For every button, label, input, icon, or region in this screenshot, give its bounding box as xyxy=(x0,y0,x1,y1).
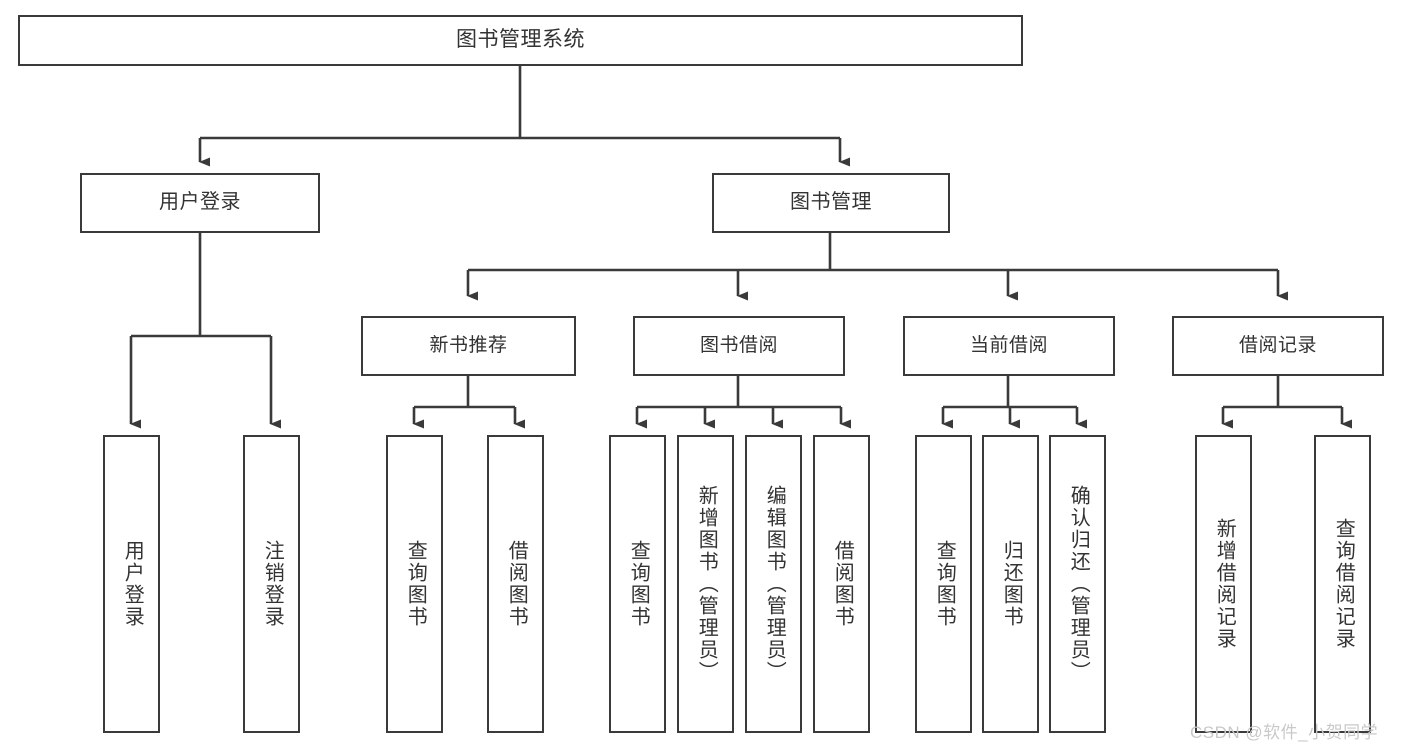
node-label: 图书管理 xyxy=(790,191,872,214)
node-label: 查询图书 xyxy=(627,540,650,628)
leaf-user-login-login[interactable]: 用户登录 xyxy=(103,435,160,733)
node-label: 查询图书 xyxy=(404,540,427,628)
node-user-login[interactable]: 用户登录 xyxy=(80,173,320,233)
leaf-borrow-add-book[interactable]: 新增图书（管理员） xyxy=(677,435,734,733)
node-label: 借阅记录 xyxy=(1238,334,1317,356)
node-label: 用户登录 xyxy=(159,191,241,214)
node-label: 归还图书 xyxy=(1000,540,1023,628)
leaf-borrow-edit-book[interactable]: 编辑图书（管理员） xyxy=(745,435,802,733)
node-borrow-records[interactable]: 借阅记录 xyxy=(1172,316,1384,376)
node-root-system[interactable]: 图书管理系统 xyxy=(18,15,1023,66)
node-new-book-recommend[interactable]: 新书推荐 xyxy=(361,316,576,376)
leaf-current-query-book[interactable]: 查询图书 xyxy=(915,435,972,733)
node-label: 新书推荐 xyxy=(429,334,508,356)
node-label: 查询借阅记录 xyxy=(1332,518,1355,650)
node-label: 编辑图书（管理员） xyxy=(763,485,786,683)
leaf-record-query[interactable]: 查询借阅记录 xyxy=(1314,435,1371,733)
leaf-user-login-logout[interactable]: 注销登录 xyxy=(243,435,300,733)
leaf-borrow-borrow-book[interactable]: 借阅图书 xyxy=(813,435,870,733)
node-label: 当前借阅 xyxy=(969,334,1048,356)
node-label: 图书借阅 xyxy=(699,334,778,356)
node-current-borrow[interactable]: 当前借阅 xyxy=(903,316,1115,376)
node-label: 用户登录 xyxy=(121,540,144,628)
node-label: 查询图书 xyxy=(933,540,956,628)
node-label: 借阅图书 xyxy=(831,540,854,628)
leaf-current-return-book[interactable]: 归还图书 xyxy=(982,435,1039,733)
node-label: 借阅图书 xyxy=(505,540,528,628)
node-label: 新增借阅记录 xyxy=(1213,518,1236,650)
leaf-borrow-query-book[interactable]: 查询图书 xyxy=(609,435,666,733)
node-label: 注销登录 xyxy=(261,540,284,628)
leaf-record-add[interactable]: 新增借阅记录 xyxy=(1195,435,1252,733)
node-label: 新增图书（管理员） xyxy=(695,485,718,683)
node-book-borrow[interactable]: 图书借阅 xyxy=(633,316,845,376)
node-label: 确认归还（管理员） xyxy=(1067,485,1090,683)
csdn-watermark: CSDN @软件_小贺同学 xyxy=(1190,723,1379,742)
node-label: 图书管理系统 xyxy=(456,28,585,52)
node-book-management[interactable]: 图书管理 xyxy=(712,173,950,233)
leaf-current-confirm-return[interactable]: 确认归还（管理员） xyxy=(1049,435,1106,733)
leaf-new-book-borrow[interactable]: 借阅图书 xyxy=(487,435,544,733)
leaf-new-book-query[interactable]: 查询图书 xyxy=(386,435,443,733)
